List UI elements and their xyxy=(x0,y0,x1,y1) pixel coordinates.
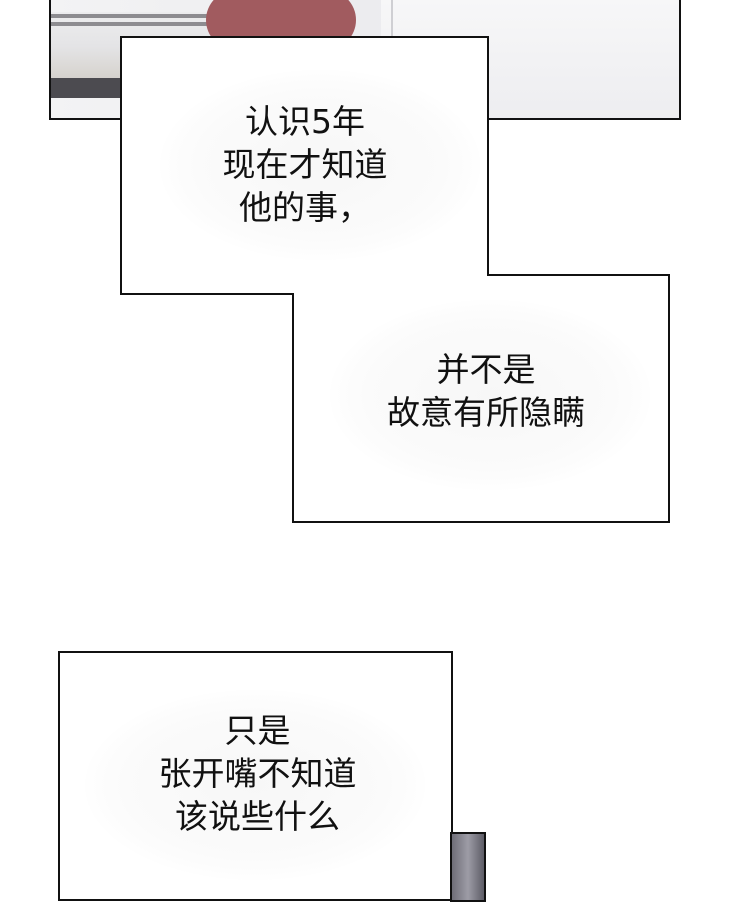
caption-glow xyxy=(330,300,650,490)
shelf-stripe xyxy=(51,22,211,26)
caption-line: 该说些什么 xyxy=(175,797,340,836)
narration-caption-3: 只是 张开嘴不知道 该说些什么 xyxy=(125,709,390,838)
narration-caption-1: 认识5年 现在才知道 他的事， xyxy=(185,100,425,229)
caption-glow xyxy=(160,70,480,260)
narration-caption-2: 并不是 故意有所隐瞒 xyxy=(356,348,616,434)
shelf-stripe xyxy=(51,14,211,18)
caption-line: 张开嘴不知道 xyxy=(158,754,357,793)
caption-line: 故意有所隐瞒 xyxy=(387,393,585,432)
next-panel-edge xyxy=(450,832,486,902)
caption-line: 只是 xyxy=(224,711,291,750)
caption-line: 认识5年 xyxy=(245,102,365,141)
caption-line: 他的事， xyxy=(239,188,371,227)
caption-line: 并不是 xyxy=(436,350,536,389)
caption-glow xyxy=(85,690,425,880)
caption-line: 现在才知道 xyxy=(222,145,388,184)
